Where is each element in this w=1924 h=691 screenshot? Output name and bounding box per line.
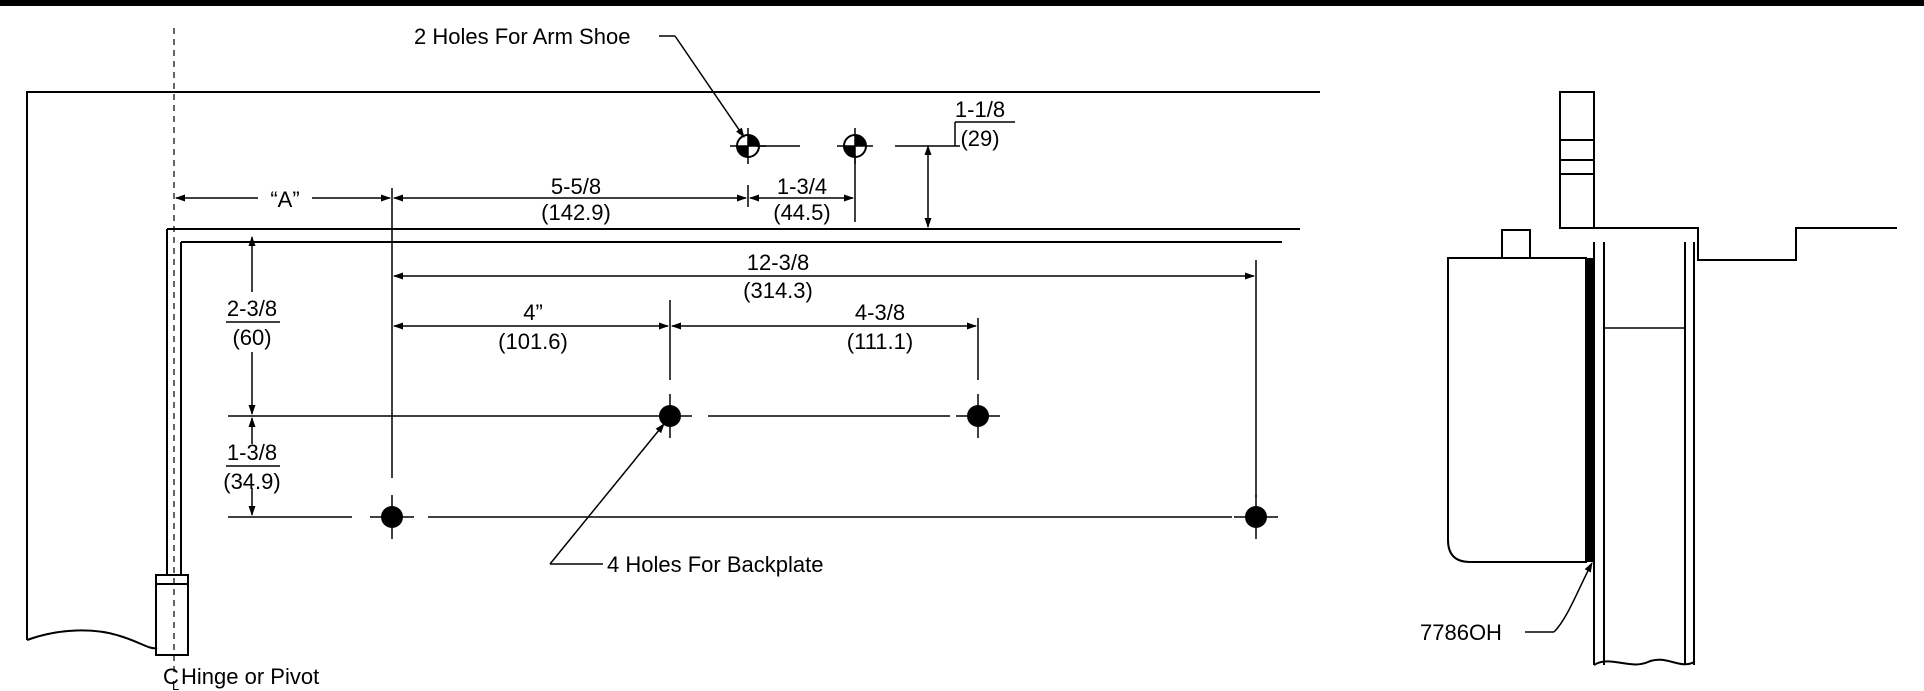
closer-body — [1447, 229, 1594, 563]
dim-left-in: 4” — [523, 300, 543, 325]
backplate-hole-3 — [370, 495, 414, 539]
dim-overall-in: 12-3/8 — [747, 250, 809, 275]
dim-vert-lower-in: 1-3/8 — [227, 440, 277, 465]
arm-shoe-hole-1 — [730, 128, 766, 164]
dim-vert-lower-mm: (34.9) — [223, 469, 280, 494]
hinge-block — [155, 574, 189, 656]
dim-shoe-mm: (44.5) — [773, 200, 830, 225]
backplate-holes-label: 4 Holes For Backplate — [607, 552, 823, 577]
dim-top-right-mm: (29) — [960, 126, 999, 151]
arm-shoe-leader — [674, 35, 745, 138]
dim-vert-upper-mm: (60) — [232, 325, 271, 350]
dim-left-mm: (101.6) — [498, 329, 568, 354]
dim-top-right-in: 1-1/8 — [955, 97, 1005, 122]
dim-mid-in: 5-5/8 — [551, 174, 601, 199]
dim-shoe-in: 1-3/4 — [777, 174, 827, 199]
dim-overall-mm: (314.3) — [743, 278, 813, 303]
arm-shoe-hole-2 — [837, 128, 873, 164]
door-frame-outline — [26, 91, 1320, 650]
door-section — [1593, 242, 1695, 666]
backplate-leader — [549, 423, 665, 565]
backplate-hole-4 — [1234, 495, 1278, 539]
backplate-hole-2 — [956, 394, 1000, 438]
top-border-band — [0, 0, 1924, 6]
dim-right-in: 4-3/8 — [855, 300, 905, 325]
arm-shoe-holes-label: 2 Holes For Arm Shoe — [414, 24, 630, 49]
centerline-subscript: L — [172, 678, 179, 691]
part-number-label: 7786OH — [1420, 620, 1502, 645]
dim-right-mm: (111.1) — [847, 329, 913, 354]
backplate-hole-1 — [648, 394, 692, 438]
dim-a-label: “A” — [270, 187, 299, 212]
dim-mid-mm: (142.9) — [541, 200, 611, 225]
dim-vert-upper-in: 2-3/8 — [227, 296, 277, 321]
header-frame-section — [1559, 91, 1897, 261]
hinge-or-pivot-label: Hinge or Pivot — [181, 664, 319, 689]
centerline-symbol: C — [163, 664, 179, 689]
part-leader — [1553, 562, 1593, 633]
